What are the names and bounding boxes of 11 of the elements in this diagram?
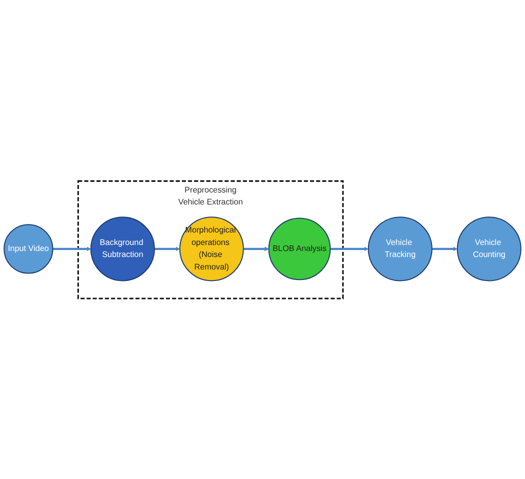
arrow: [330, 246, 369, 251]
node-circle: Vehicle Tracking: [368, 216, 432, 281]
arrow: [154, 246, 180, 251]
arrow: [52, 246, 92, 251]
arrow: [432, 246, 458, 251]
node-circle: Vehicle Counting: [456, 216, 522, 281]
node-circle: Morphological operations (Noise Removal): [179, 216, 244, 281]
node-circle: Input Video: [4, 224, 54, 274]
arrow: [243, 246, 270, 251]
node-circle: BLOB Analysis: [268, 217, 331, 280]
node-circle: Background Subtraction: [90, 216, 155, 281]
